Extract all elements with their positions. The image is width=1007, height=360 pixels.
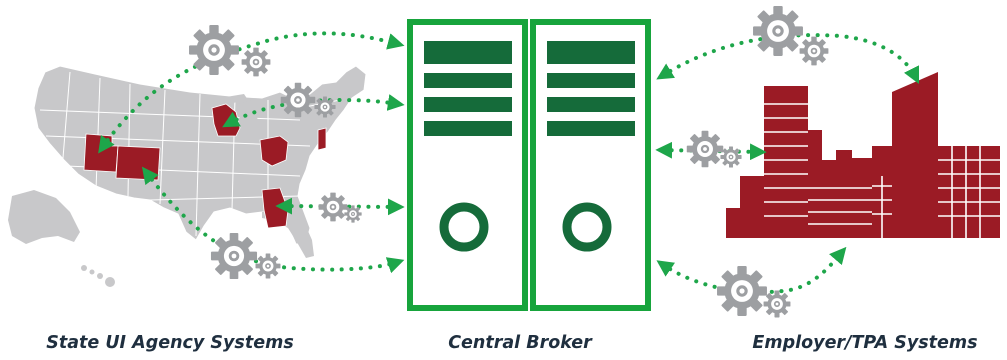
us-mainland-shape — [33, 65, 367, 245]
building — [892, 72, 938, 238]
building — [938, 146, 1000, 238]
building — [726, 208, 740, 238]
alaska-shape — [8, 190, 80, 244]
employer-systems-caption: Employer/TPA Systems — [752, 333, 978, 353]
gear-icon — [210, 232, 258, 280]
arrow-colorado-to-broker — [141, 166, 405, 274]
arrow-wisconsin-to-broker — [222, 94, 405, 128]
central-broker — [407, 19, 651, 311]
hawaii-shape — [81, 265, 115, 287]
employer-buildings — [726, 72, 1000, 238]
server-power-ring — [562, 202, 612, 252]
gear-icon — [686, 130, 724, 168]
building — [822, 160, 836, 238]
state-systems-caption: State UI Agency Systems — [46, 333, 294, 353]
gear-icon — [255, 253, 281, 279]
building — [836, 150, 852, 238]
gear-icon — [717, 266, 767, 316]
building — [764, 86, 808, 238]
building — [808, 130, 822, 238]
central-broker-caption: Central Broker — [448, 333, 592, 353]
arrow-broker-to-tower — [656, 33, 920, 85]
gear-icon — [241, 47, 271, 77]
gear-icon — [763, 290, 791, 318]
server-rack-right — [530, 19, 651, 311]
new-jersey-state — [317, 127, 327, 151]
colorado-state — [115, 145, 161, 181]
gear-icon — [753, 6, 803, 56]
building — [852, 158, 872, 238]
gear-icon — [318, 192, 348, 222]
building — [740, 176, 764, 238]
gear-icon — [799, 36, 829, 66]
gear-icon — [314, 96, 336, 118]
gear-icon — [344, 205, 362, 223]
gear-icon — [189, 25, 239, 75]
gear-icon — [280, 82, 316, 118]
server-power-ring — [439, 202, 489, 252]
server-rack-left — [407, 19, 528, 311]
gear-icon — [720, 146, 742, 168]
